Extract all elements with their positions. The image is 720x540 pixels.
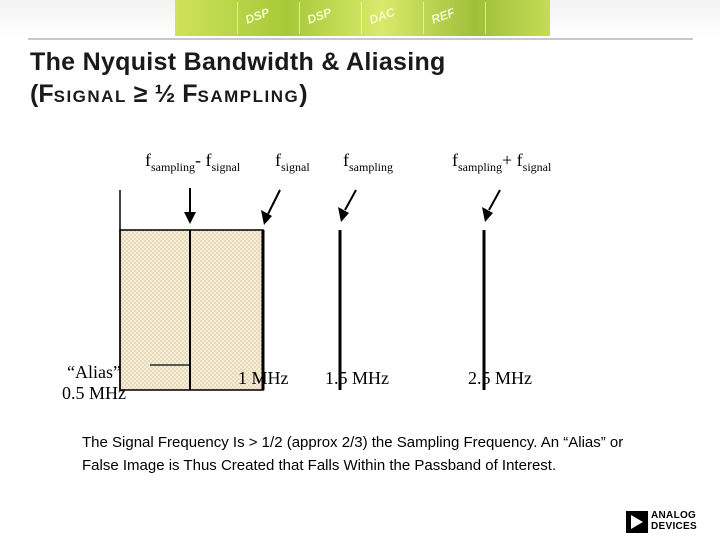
signal-frequency-value: 1 MHz <box>238 368 289 389</box>
analog-devices-triangle-icon <box>626 511 648 533</box>
arrow-alias <box>184 188 196 224</box>
alias-label-line1: “Alias” <box>52 362 136 383</box>
arrow-signal <box>261 190 280 225</box>
alias-label: “Alias” 0.5 MHz <box>52 362 136 404</box>
sampling-frequency-value: 1.5 MHz <box>325 368 389 389</box>
arrow-sampling <box>338 190 356 222</box>
explanation-text: The Signal Frequency Is > 1/2 (approx 2/… <box>82 432 662 477</box>
logo-line2: DEVICES <box>651 521 697 532</box>
logo-line1: ANALOG <box>651 510 697 521</box>
alias-label-line2: 0.5 MHz <box>52 383 136 404</box>
arrow-sum <box>482 190 500 222</box>
passband-region <box>120 230 263 390</box>
analog-devices-logo: ANALOG DEVICES <box>626 509 706 535</box>
sum-frequency-value: 2.5 MHz <box>468 368 532 389</box>
logo-text: ANALOG DEVICES <box>651 510 697 532</box>
